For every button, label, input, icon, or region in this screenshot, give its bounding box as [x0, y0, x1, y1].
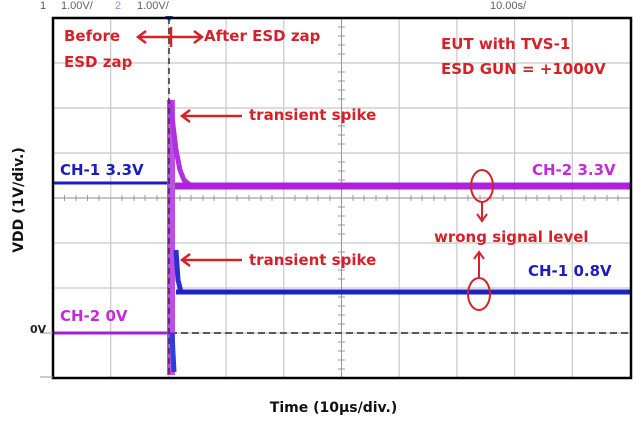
ch2-scale: 1.00V/	[137, 0, 169, 12]
time-scale: 10.00s/	[490, 0, 527, 12]
transient-spike-label-top: transient spike	[249, 106, 377, 124]
plot-frame	[51, 16, 633, 380]
ch1-scale: 1.00V/	[61, 0, 93, 12]
after-label: After ESD zap	[204, 27, 321, 45]
ch1-after-label: CH-1 0.8V	[528, 262, 612, 280]
before-label: Before	[64, 27, 121, 45]
zero-volt-label: 0V	[30, 323, 47, 336]
esd-gun-label: ESD GUN = +1000V	[441, 60, 606, 78]
spike-purple	[167, 100, 175, 375]
spike-arrow-bottom	[179, 253, 242, 267]
before-after-arrow	[135, 27, 205, 47]
ch2-number: 2	[115, 0, 122, 12]
eut-label: EUT with TVS-1	[441, 35, 571, 53]
y-axis-label: VDD (1V/div.)	[11, 147, 27, 253]
ch2-before-label: CH-2 0V	[60, 307, 128, 325]
x-axis-label: Time (10µs/div.)	[269, 400, 398, 416]
transient-spike-label-bottom: transient spike	[249, 251, 377, 269]
minor-ticks	[64, 26, 619, 370]
wrong-level-markers	[467, 169, 494, 311]
wrong-signal-label: wrong signal level	[434, 228, 589, 246]
ch1-before-label: CH-1 3.3V	[60, 161, 144, 179]
before-label-line2: ESD zap	[64, 53, 133, 71]
spike-arrow-top	[179, 109, 242, 123]
ch2-after-label: CH-2 3.3V	[532, 161, 616, 179]
ch1-number: 1	[40, 0, 47, 12]
